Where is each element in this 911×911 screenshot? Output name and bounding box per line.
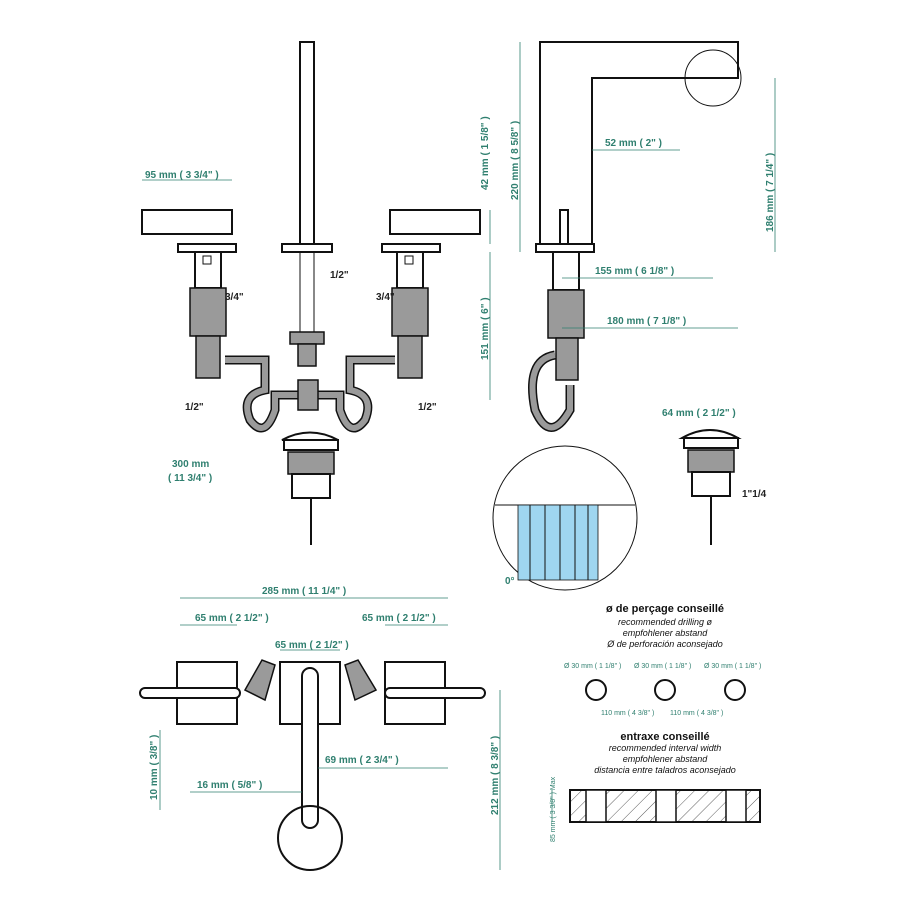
spacing-label-2: 110 mm ( 4 3/8" ) <box>670 710 723 717</box>
interval-line-es: distancia entre taladros aconsejado <box>594 765 736 775</box>
interval-line-en: recommended interval width <box>609 743 722 753</box>
handle-height-label: 42 mm ( 1 5/8" ) <box>480 116 491 190</box>
drilling-line-en: recommended drilling ø <box>618 617 713 627</box>
spout-pipe <box>299 41 315 245</box>
hose-length-in-label: ( 11 3/4" ) <box>168 473 212 484</box>
detail-view <box>492 445 638 591</box>
right-valve-thread-label: 3/4" <box>376 292 395 303</box>
total-height-label: 220 mm ( 8 5/8" ) <box>510 121 521 200</box>
center-square-label: 65 mm ( 2 1/2" ) <box>275 640 349 651</box>
left-square-label: 65 mm ( 2 1/2" ) <box>195 613 269 624</box>
handle-thickness-label: 10 mm ( 3/8" ) <box>149 735 160 800</box>
interval-line-de: empfohlener abstand <box>623 754 709 764</box>
interval-title: entraxe conseillé <box>620 731 709 743</box>
labels: 95 mm ( 3 3/4" ) 42 mm ( 1 5/8" ) 220 mm… <box>145 116 776 842</box>
handle-width-label: 95 mm ( 3 3/4" ) <box>145 170 219 181</box>
dimension-lines <box>142 42 776 870</box>
spout-height-label: 186 mm ( 7 1/4" ) <box>765 153 776 232</box>
hose-length-label: 300 mm <box>172 459 209 470</box>
depth-label: 212 mm ( 8 3/8" ) <box>490 736 501 815</box>
top-view <box>139 659 486 871</box>
offset-label: 69 mm ( 2 3/4" ) <box>325 755 399 766</box>
max-thickness-label: 85 mm ( 3 3/8" ) Max <box>550 776 557 842</box>
spacing-label-1: 110 mm ( 4 3/8" ) <box>601 710 654 717</box>
drilling-line-es: Ø de perforación aconsejado <box>606 639 723 649</box>
spout-thread-label: 1/2" <box>330 270 349 281</box>
drilling-title: ø de perçage conseillé <box>606 603 724 615</box>
countertop-section <box>569 789 761 823</box>
drain-side <box>678 429 742 545</box>
reach-outer-label: 180 mm ( 7 1/8" ) <box>607 316 686 327</box>
angle-label: 0° <box>505 576 515 587</box>
right-handle <box>389 209 481 235</box>
right-outlet-label: 1/2" <box>418 402 437 413</box>
left-outlet-label: 1/2" <box>185 402 204 413</box>
total-width-label: 285 mm ( 11 1/4" ) <box>262 586 346 597</box>
drilling-line-de: empfohlener abstand <box>623 628 709 638</box>
drilling-holes <box>585 679 746 701</box>
body-height-label: 151 mm ( 6" ) <box>480 297 491 360</box>
front-view <box>141 41 481 545</box>
hole-diameter-label-1: Ø 30 mm ( 1 1/8" ) <box>564 663 621 670</box>
spout-width-label: 52 mm ( 2" ) <box>605 138 662 149</box>
spout-flange <box>281 243 333 253</box>
left-handle <box>141 209 233 235</box>
right-square-label: 65 mm ( 2 1/2" ) <box>362 613 436 624</box>
reach-inner-label: 155 mm ( 6 1/8" ) <box>595 266 674 277</box>
drain-diameter-label: 64 mm ( 2 1/2" ) <box>662 408 736 419</box>
drain-cap <box>281 431 339 441</box>
drain-thread-label: 1"1/4 <box>742 489 767 500</box>
hole-diameter-label-2: Ø 30 mm ( 1 1/8" ) <box>634 663 691 670</box>
spout-thickness-label: 16 mm ( 5/8" ) <box>197 780 262 791</box>
hole-diameter-label-3: Ø 30 mm ( 1 1/8" ) <box>704 663 761 670</box>
side-view <box>528 41 742 432</box>
left-valve-thread-label: 3/4" <box>225 292 244 303</box>
